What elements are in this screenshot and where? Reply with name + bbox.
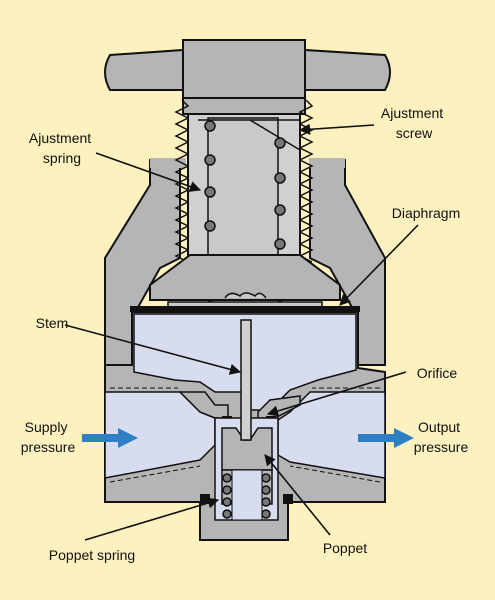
leader-orifice xyxy=(266,371,407,417)
stem xyxy=(240,319,252,441)
spring-coil xyxy=(222,497,232,507)
leader-adjustment-screw xyxy=(298,123,375,135)
adjustment-knob xyxy=(104,39,391,99)
label-adjustment-screw: Ajustment screw xyxy=(381,105,447,141)
leader-stem xyxy=(64,324,242,375)
spring-coil xyxy=(274,172,286,184)
supply-arrow xyxy=(82,428,138,448)
spring-coil xyxy=(222,473,232,483)
diaphragm xyxy=(130,306,360,312)
leader-poppet-spring xyxy=(84,497,220,541)
leader-diaphragm xyxy=(339,224,419,306)
leader-adjustment-spring xyxy=(95,152,202,192)
leader-lines xyxy=(64,123,419,541)
label-adjustment-spring: Ajustment spring xyxy=(29,130,95,166)
spring-coil xyxy=(261,485,271,495)
spring-coil xyxy=(261,497,271,507)
output-arrow xyxy=(358,428,414,448)
spring-coil xyxy=(261,473,271,483)
label-diaphragm: Diaphragm xyxy=(392,205,460,221)
poppet-spring xyxy=(222,473,271,519)
label-stem: Stem xyxy=(36,315,69,331)
spring-coil xyxy=(274,204,286,216)
label-orifice: Orifice xyxy=(417,365,458,381)
spring-chamber xyxy=(198,117,301,269)
spring-coil xyxy=(274,238,286,250)
spring-coil xyxy=(204,154,216,166)
label-supply-pressure: Supply pressure xyxy=(21,419,76,455)
leader-poppet xyxy=(264,454,331,536)
spring-coil xyxy=(222,485,232,495)
label-poppet-spring: Poppet spring xyxy=(49,547,135,563)
spring-coil xyxy=(274,137,286,149)
lower-spring-seat xyxy=(149,254,341,301)
spring-coil xyxy=(222,509,232,519)
spring-coil xyxy=(204,186,216,198)
spring-coil xyxy=(204,220,216,232)
label-output-pressure: Output pressure xyxy=(414,419,469,455)
label-poppet: Poppet xyxy=(323,540,367,556)
spring-coil xyxy=(261,509,271,519)
spring-coil xyxy=(204,120,216,132)
